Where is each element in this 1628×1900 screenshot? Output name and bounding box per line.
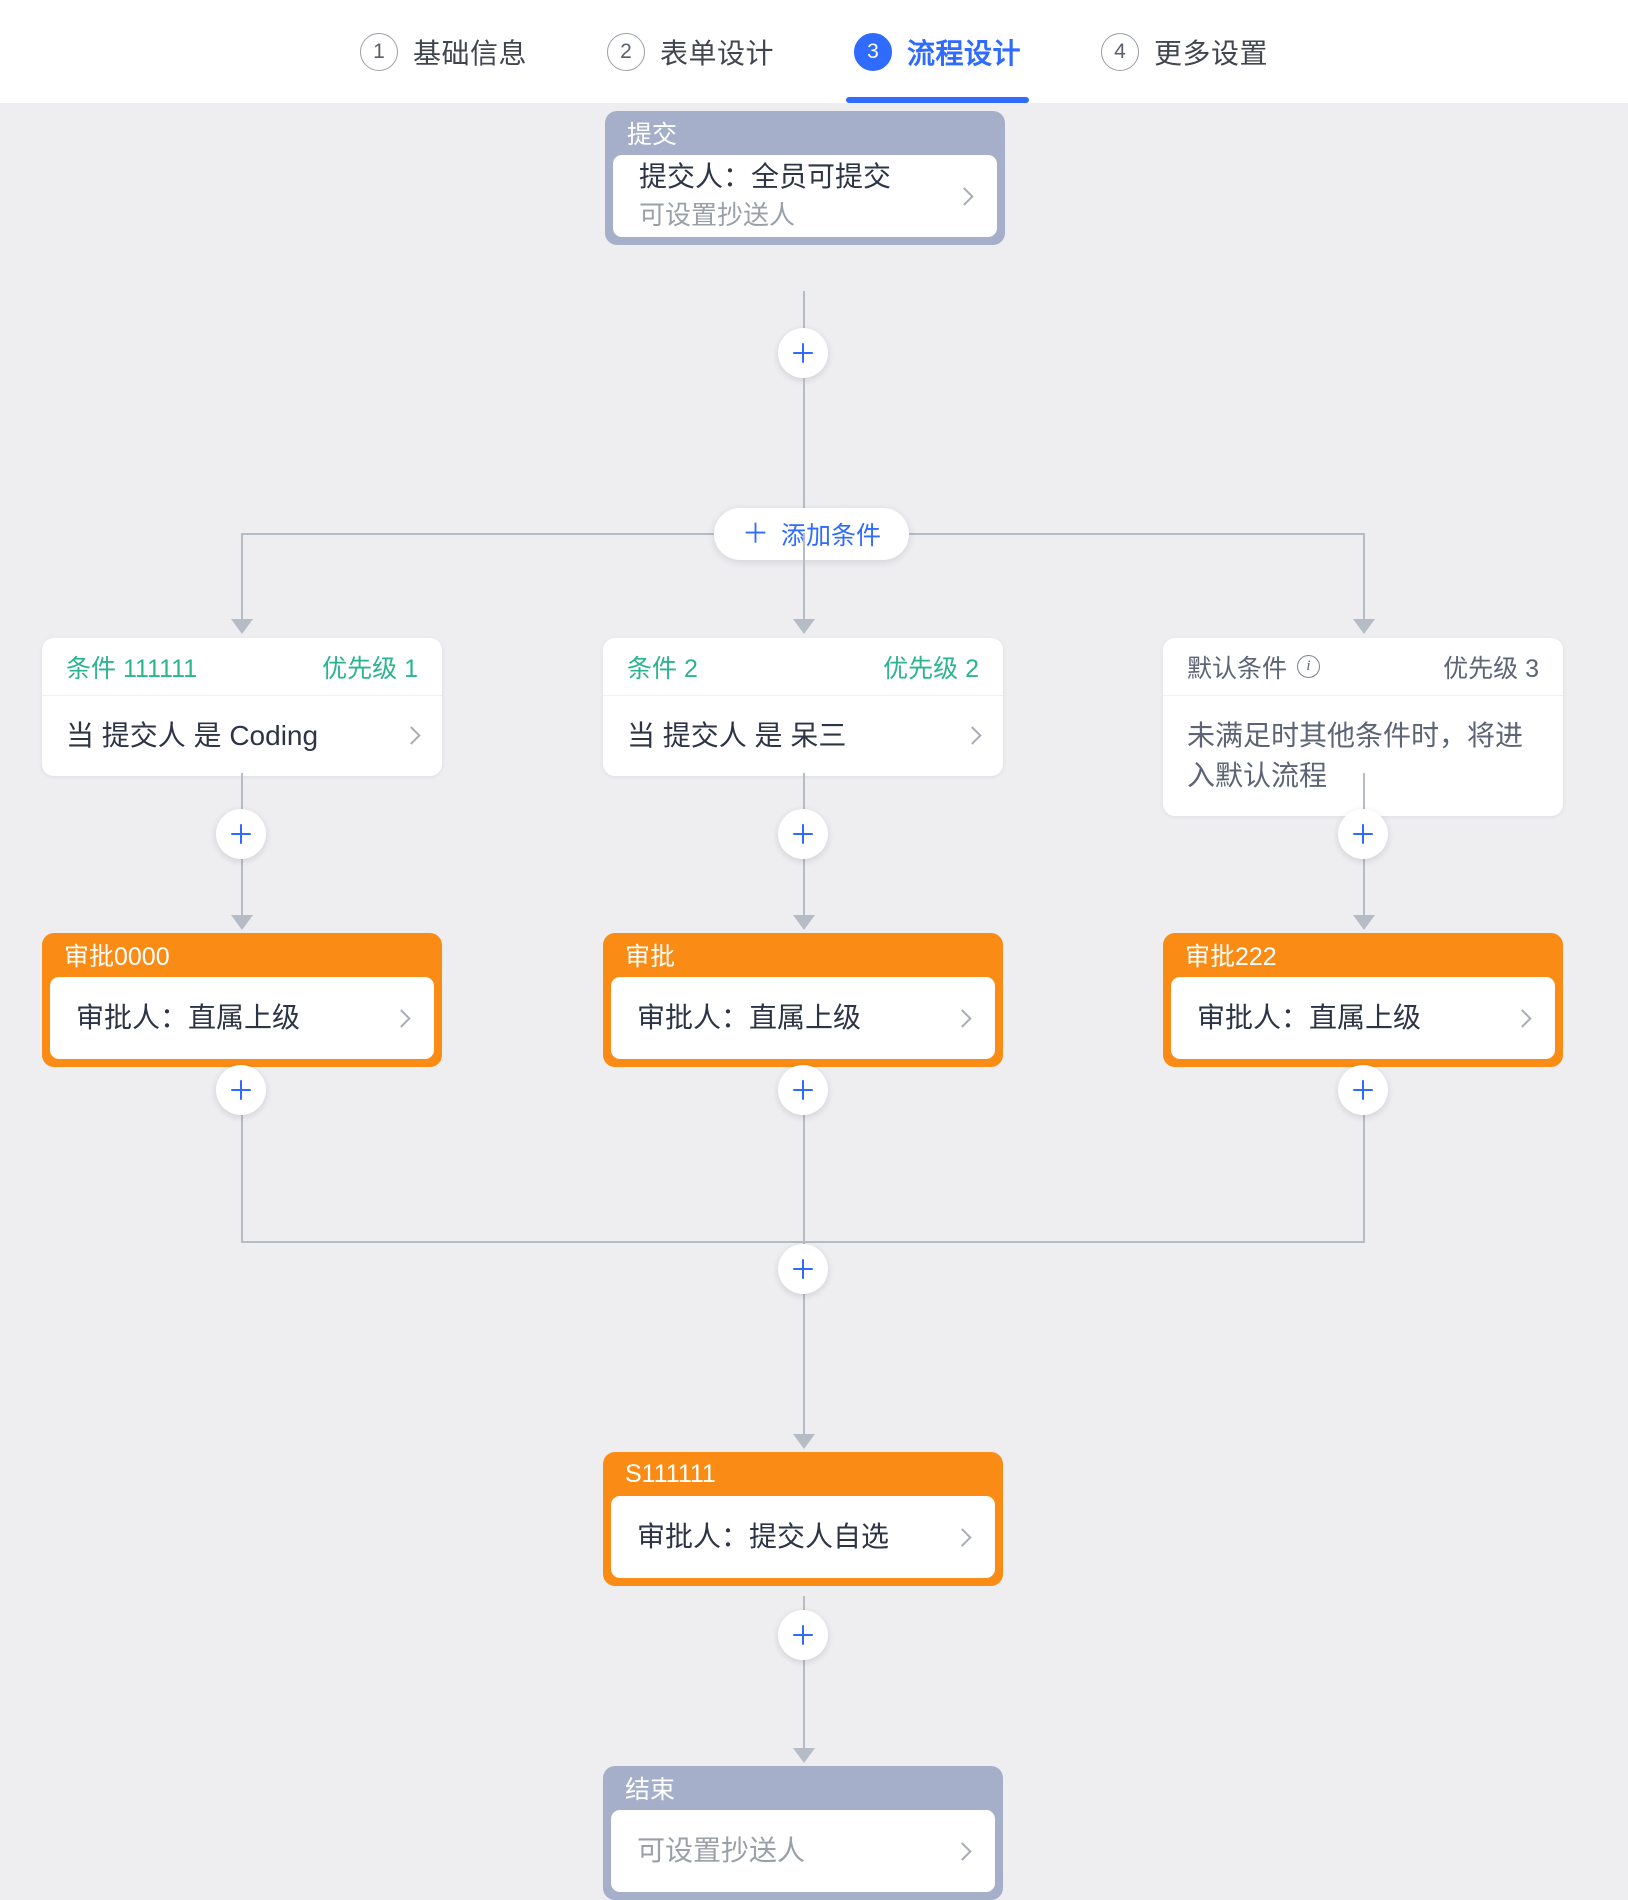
condition-default-title-text: 默认条件 [1187,654,1288,683]
approval-2-main-text: 审批人：直属上级 [637,1001,862,1033]
arrow-to-condition-3 [1353,619,1375,634]
add-condition-button[interactable]: ＋ 添加条件 [714,508,910,560]
step-label-2: 表单设计 [659,37,774,69]
approval-1-main-text: 审批人：直属上级 [76,1001,301,1033]
condition-default-body-text: 未满足时其他条件时，将进入默认流程 [1187,720,1524,791]
start-node-body[interactable]: 提交人：全员可提交 可设置抄送人 [613,155,997,237]
start-node-main-text: 提交人：全员可提交 [639,160,892,192]
start-node-header: 提交 [627,121,678,149]
step-number-4: 4 [1101,32,1140,71]
approval-3-main-text: 审批人：直属上级 [1197,1001,1422,1033]
condition-2-header: 条件 2 优先级 2 [603,638,1003,696]
connector-plus-to-bus [803,378,805,535]
condition-default-body: 未满足时其他条件时，将进入默认流程 [1163,696,1563,816]
approval-2-body[interactable]: 审批人：直属上级 [611,977,995,1059]
flow-node-s111111[interactable]: S111111 审批人：提交人自选 [603,1452,1003,1586]
end-node-placeholder: 可设置抄送人 [637,1834,806,1866]
condition-card-2[interactable]: 条件 2 优先级 2 当 提交人 是 呆三 [603,638,1003,776]
chevron-right-icon [1513,1008,1532,1028]
chevron-right-icon [953,1527,972,1547]
add-node-button-branch-2[interactable] [778,809,828,859]
connector-approval2-to-merge [803,1078,805,1243]
arrow-to-approval-3 [1353,915,1375,930]
connector-s-node-to-end [803,1596,805,1756]
condition-card-1[interactable]: 条件 111111 优先级 1 当 提交人 是 Coding [42,638,442,776]
condition-default-title: 默认条件 i [1187,649,1321,685]
step-label-4: 更多设置 [1154,37,1269,69]
start-node-sub-text: 可设置抄送人 [639,200,796,231]
condition-1-body[interactable]: 当 提交人 是 Coding [42,696,442,776]
connector-bus-to-branch-1 [241,533,243,623]
approval-2-header: 审批 [625,943,676,971]
condition-2-body-text: 当 提交人 是 呆三 [627,720,847,751]
chevron-right-icon [402,726,421,746]
chevron-right-icon [953,1008,972,1028]
connector-bus-to-branch-2 [803,533,805,623]
info-icon[interactable]: i [1297,655,1321,678]
step-number-2: 2 [606,32,645,71]
add-node-button-after-approval-3[interactable] [1338,1065,1388,1115]
chevron-right-icon [953,1841,972,1861]
approval-1-header: 审批0000 [64,943,170,971]
arrow-to-condition-1 [231,619,253,634]
arrow-to-condition-2 [793,619,815,634]
chevron-right-icon [392,1008,411,1028]
flow-node-approval-2[interactable]: 审批 审批人：直属上级 [603,933,1003,1067]
condition-1-title: 条件 111111 [66,654,198,683]
arrow-to-end-node [793,1748,815,1763]
step-number-1: 1 [359,32,398,71]
step-wizard-header: 1 基础信息 2 表单设计 3 流程设计 4 更多设置 [0,0,1628,103]
add-node-button-branch-1[interactable] [216,809,266,859]
s-node-body[interactable]: 审批人：提交人自选 [611,1496,995,1578]
add-node-button-branch-3[interactable] [1338,809,1388,859]
s-node-header: S111111 [625,1459,716,1488]
condition-2-title: 条件 2 [627,654,698,683]
add-node-button-after-merge[interactable] [778,1244,828,1294]
chevron-right-icon [963,726,982,746]
arrow-to-approval-2 [793,915,815,930]
connector-approval1-to-merge [241,1078,243,1243]
condition-2-body[interactable]: 当 提交人 是 呆三 [603,696,1003,776]
step-tab-1[interactable]: 1 基础信息 [320,0,567,103]
chevron-right-icon [955,186,974,206]
add-node-button-after-approval-2[interactable] [778,1065,828,1115]
approval-3-body[interactable]: 审批人：直属上级 [1171,977,1555,1059]
add-node-button-before-end[interactable] [778,1610,828,1660]
connector-approval3-to-merge [1363,1078,1365,1243]
connector-bus-to-branch-3 [1363,533,1365,623]
add-condition-label: 添加条件 [781,522,882,550]
condition-1-body-text: 当 提交人 是 Coding [66,720,319,751]
flow-node-approval-1[interactable]: 审批0000 审批人：直属上级 [42,933,442,1067]
flow-node-start[interactable]: 提交 提交人：全员可提交 可设置抄送人 [605,111,1005,245]
step-label-3: 流程设计 [907,37,1022,69]
condition-default-priority: 优先级 3 [1443,654,1539,683]
step-label-1: 基础信息 [412,37,527,69]
add-node-button-after-approval-1[interactable] [216,1065,266,1115]
condition-1-header: 条件 111111 优先级 1 [42,638,442,696]
condition-default-header: 默认条件 i 优先级 3 [1163,638,1563,696]
s-node-main-text: 审批人：提交人自选 [637,1520,890,1552]
connector-merge-to-s-node [803,1241,805,1441]
flow-node-end[interactable]: 结束 可设置抄送人 [603,1766,1003,1900]
step-number-3: 3 [854,32,892,71]
end-node-body[interactable]: 可设置抄送人 [611,1810,995,1892]
step-tab-2[interactable]: 2 表单设计 [567,0,814,103]
flow-canvas: 提交 提交人：全员可提交 可设置抄送人 ＋ 添加条件 条件 111111 优先级… [0,103,1628,1900]
arrow-to-s-node [793,1434,815,1449]
flow-node-approval-3[interactable]: 审批222 审批人：直属上级 [1163,933,1563,1067]
approval-3-header: 审批222 [1185,943,1277,971]
add-node-button-after-start[interactable] [778,328,828,378]
condition-2-priority: 优先级 2 [883,654,979,683]
plus-icon: ＋ [742,518,769,549]
step-tab-3[interactable]: 3 流程设计 [814,0,1061,103]
step-active-underline [846,97,1030,103]
approval-1-body[interactable]: 审批人：直属上级 [50,977,434,1059]
arrow-to-approval-1 [231,915,253,930]
condition-1-priority: 优先级 1 [322,654,418,683]
end-node-header: 结束 [625,1776,676,1804]
step-tab-4[interactable]: 4 更多设置 [1061,0,1308,103]
